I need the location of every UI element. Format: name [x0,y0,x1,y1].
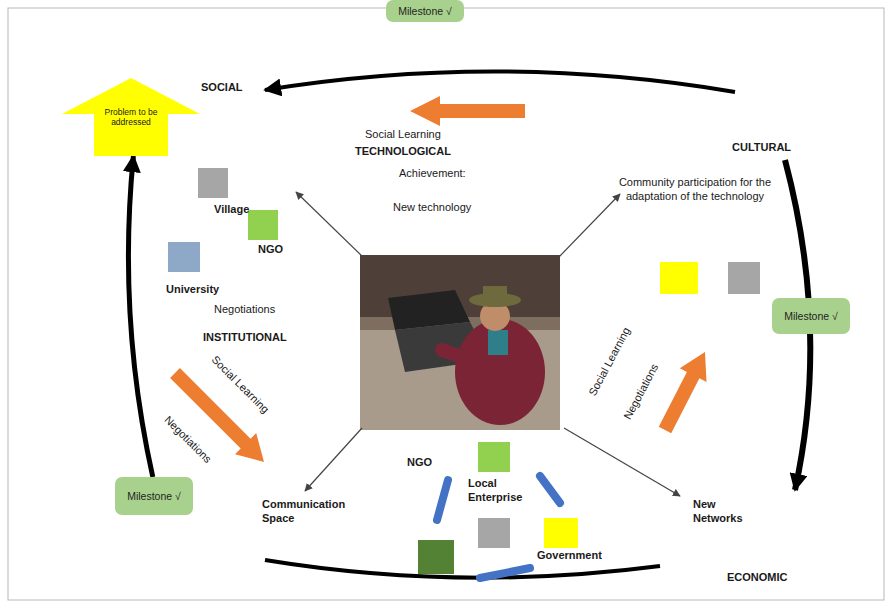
text-label: New technology [393,201,471,215]
problem-arrow-box: Problem to be addressed [62,78,200,156]
text-label: ECONOMIC [727,571,788,585]
text-label: NGO [258,243,283,257]
actor-square [728,262,760,294]
milestone-box: Milestone √ [772,298,850,334]
orange-arrow [410,96,525,126]
actor-square [248,210,278,240]
rotated-label: Social Learning [586,325,634,398]
rotated-label: Negotiations [621,362,662,422]
node-text: Milestone √ [398,5,452,17]
text-label: Government [537,549,602,563]
orange-arrow [170,368,264,462]
pointer-arrow [296,192,364,258]
outer-frame [8,8,884,600]
milestone-box: Milestone √ [386,0,464,22]
person-scarf [488,330,508,355]
orange-arrow [659,352,707,433]
pointer-arrow [564,428,680,496]
problem-text-box: Problem to be addressed [94,108,168,128]
actor-square [660,262,698,294]
pointer-arrow [558,194,620,258]
text-label: CULTURAL [732,141,791,155]
rotated-label: Social Learning [208,353,271,416]
actor-square [168,242,200,272]
text-label: TECHNOLOGICAL [355,145,451,159]
cycle-arrow [265,560,660,578]
person-body [455,319,545,425]
text-label: Community participation for the adaptati… [610,176,780,204]
text-label: Local Enterprise [468,477,534,505]
text-label: Negotiations [214,303,275,317]
node-text: Problem to be addressed [94,108,168,128]
rotated-label: Negotiations [161,413,214,466]
text-label: NGO [407,456,432,470]
text-label: Village [214,203,249,217]
text-label: INSTITUTIONAL [203,331,287,345]
text-label: University [166,283,219,297]
milestone-box: Milestone √ [115,477,193,515]
link-bar [540,476,560,503]
actor-square [198,168,228,198]
actor-square [478,518,510,548]
text-label: SOCIAL [201,81,243,95]
text-label: Communication Space [262,498,354,526]
person-hat-brim [469,293,521,307]
actor-square [544,518,578,548]
photo-frame [360,255,560,430]
cycle-arrow [265,71,735,92]
link-bar [437,480,448,520]
pointer-arrow [305,428,362,491]
cycle-connector [128,156,152,477]
link-bar [480,568,530,578]
node-text: Milestone √ [127,490,181,502]
text-label: New Networks [693,498,763,526]
text-label: Achievement: [399,167,466,181]
actor-square [418,540,454,574]
person-arm [442,350,470,360]
problem-arrow-outline [62,78,200,156]
actor-square [478,442,510,472]
text-label: Social Learning [365,128,441,142]
node-text: Milestone √ [784,310,838,322]
